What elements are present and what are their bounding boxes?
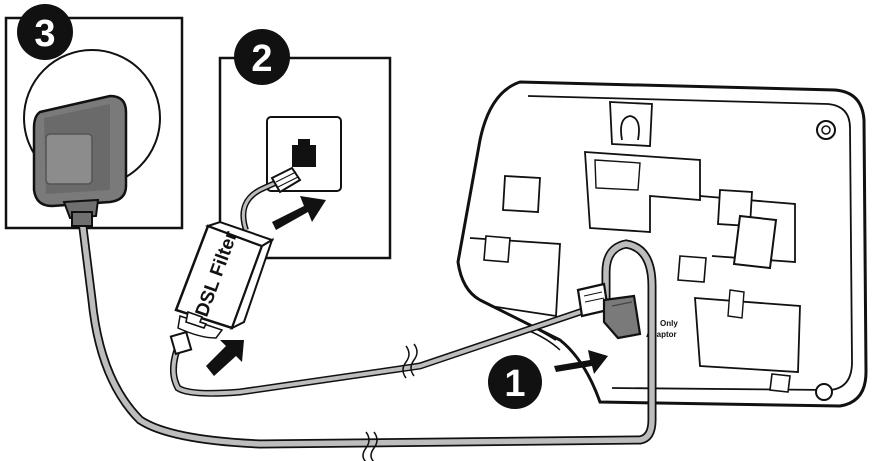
power-plug-base [602,294,642,340]
step-badge-3-label: 3 [34,13,55,55]
filter-to-jack-cord [240,177,284,231]
base-label-line1: Only [660,319,678,328]
arrow-filter-up [206,340,244,376]
power-cord [77,219,657,449]
cord-break-marks [362,343,418,461]
arrow-step-1 [554,350,608,374]
dsl-filter: DSL Filter [169,220,275,356]
filter-jack-icon [185,310,208,329]
step-badge-1-label: 1 [504,363,525,405]
power-adapter [32,94,128,227]
phone-jack-icon [292,139,316,167]
step-badge-2-label: 2 [251,38,272,80]
arrow-step-2 [272,196,326,230]
step-badge-2: 2 [234,29,290,85]
telephone-line-cord [170,306,588,397]
phone-plug-wall [270,166,302,194]
step-badge-3: 3 [17,4,73,60]
base-label-line2: Adaptor [646,330,677,339]
step-badge-1: 1 [488,355,542,409]
telephone-base: Only Adaptor [456,80,868,408]
